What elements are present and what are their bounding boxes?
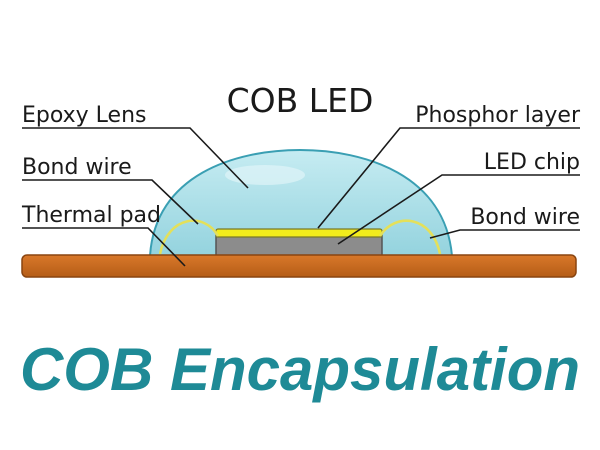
leader-thermal-pad	[22, 227, 186, 267]
thermal-pad-substrate	[21, 254, 577, 278]
leader-epoxy-lens	[22, 127, 249, 189]
label-led-chip: LED chip	[484, 150, 580, 175]
leader-lines	[22, 127, 580, 267]
leader-bond-wire-right	[429, 229, 580, 239]
phosphor-layer	[215, 228, 383, 238]
lens-highlight	[225, 165, 305, 185]
leader-phosphor-layer	[317, 127, 580, 229]
leader-bond-wire-left	[22, 179, 199, 225]
label-phosphor-layer: Phosphor layer	[415, 103, 581, 128]
label-bond-wire-left: Bond wire	[22, 155, 132, 180]
diagram-title: COB LED	[227, 81, 374, 120]
label-thermal-pad: Thermal pad	[21, 203, 161, 228]
led-chip	[215, 235, 383, 257]
leader-led-chip	[337, 174, 580, 245]
label-bond-wire-right: Bond wire	[470, 205, 580, 230]
label-epoxy-lens: Epoxy Lens	[22, 103, 147, 128]
bond-wire-right	[378, 219, 442, 255]
caption-cob-encapsulation: COB Encapsulation	[20, 336, 580, 403]
